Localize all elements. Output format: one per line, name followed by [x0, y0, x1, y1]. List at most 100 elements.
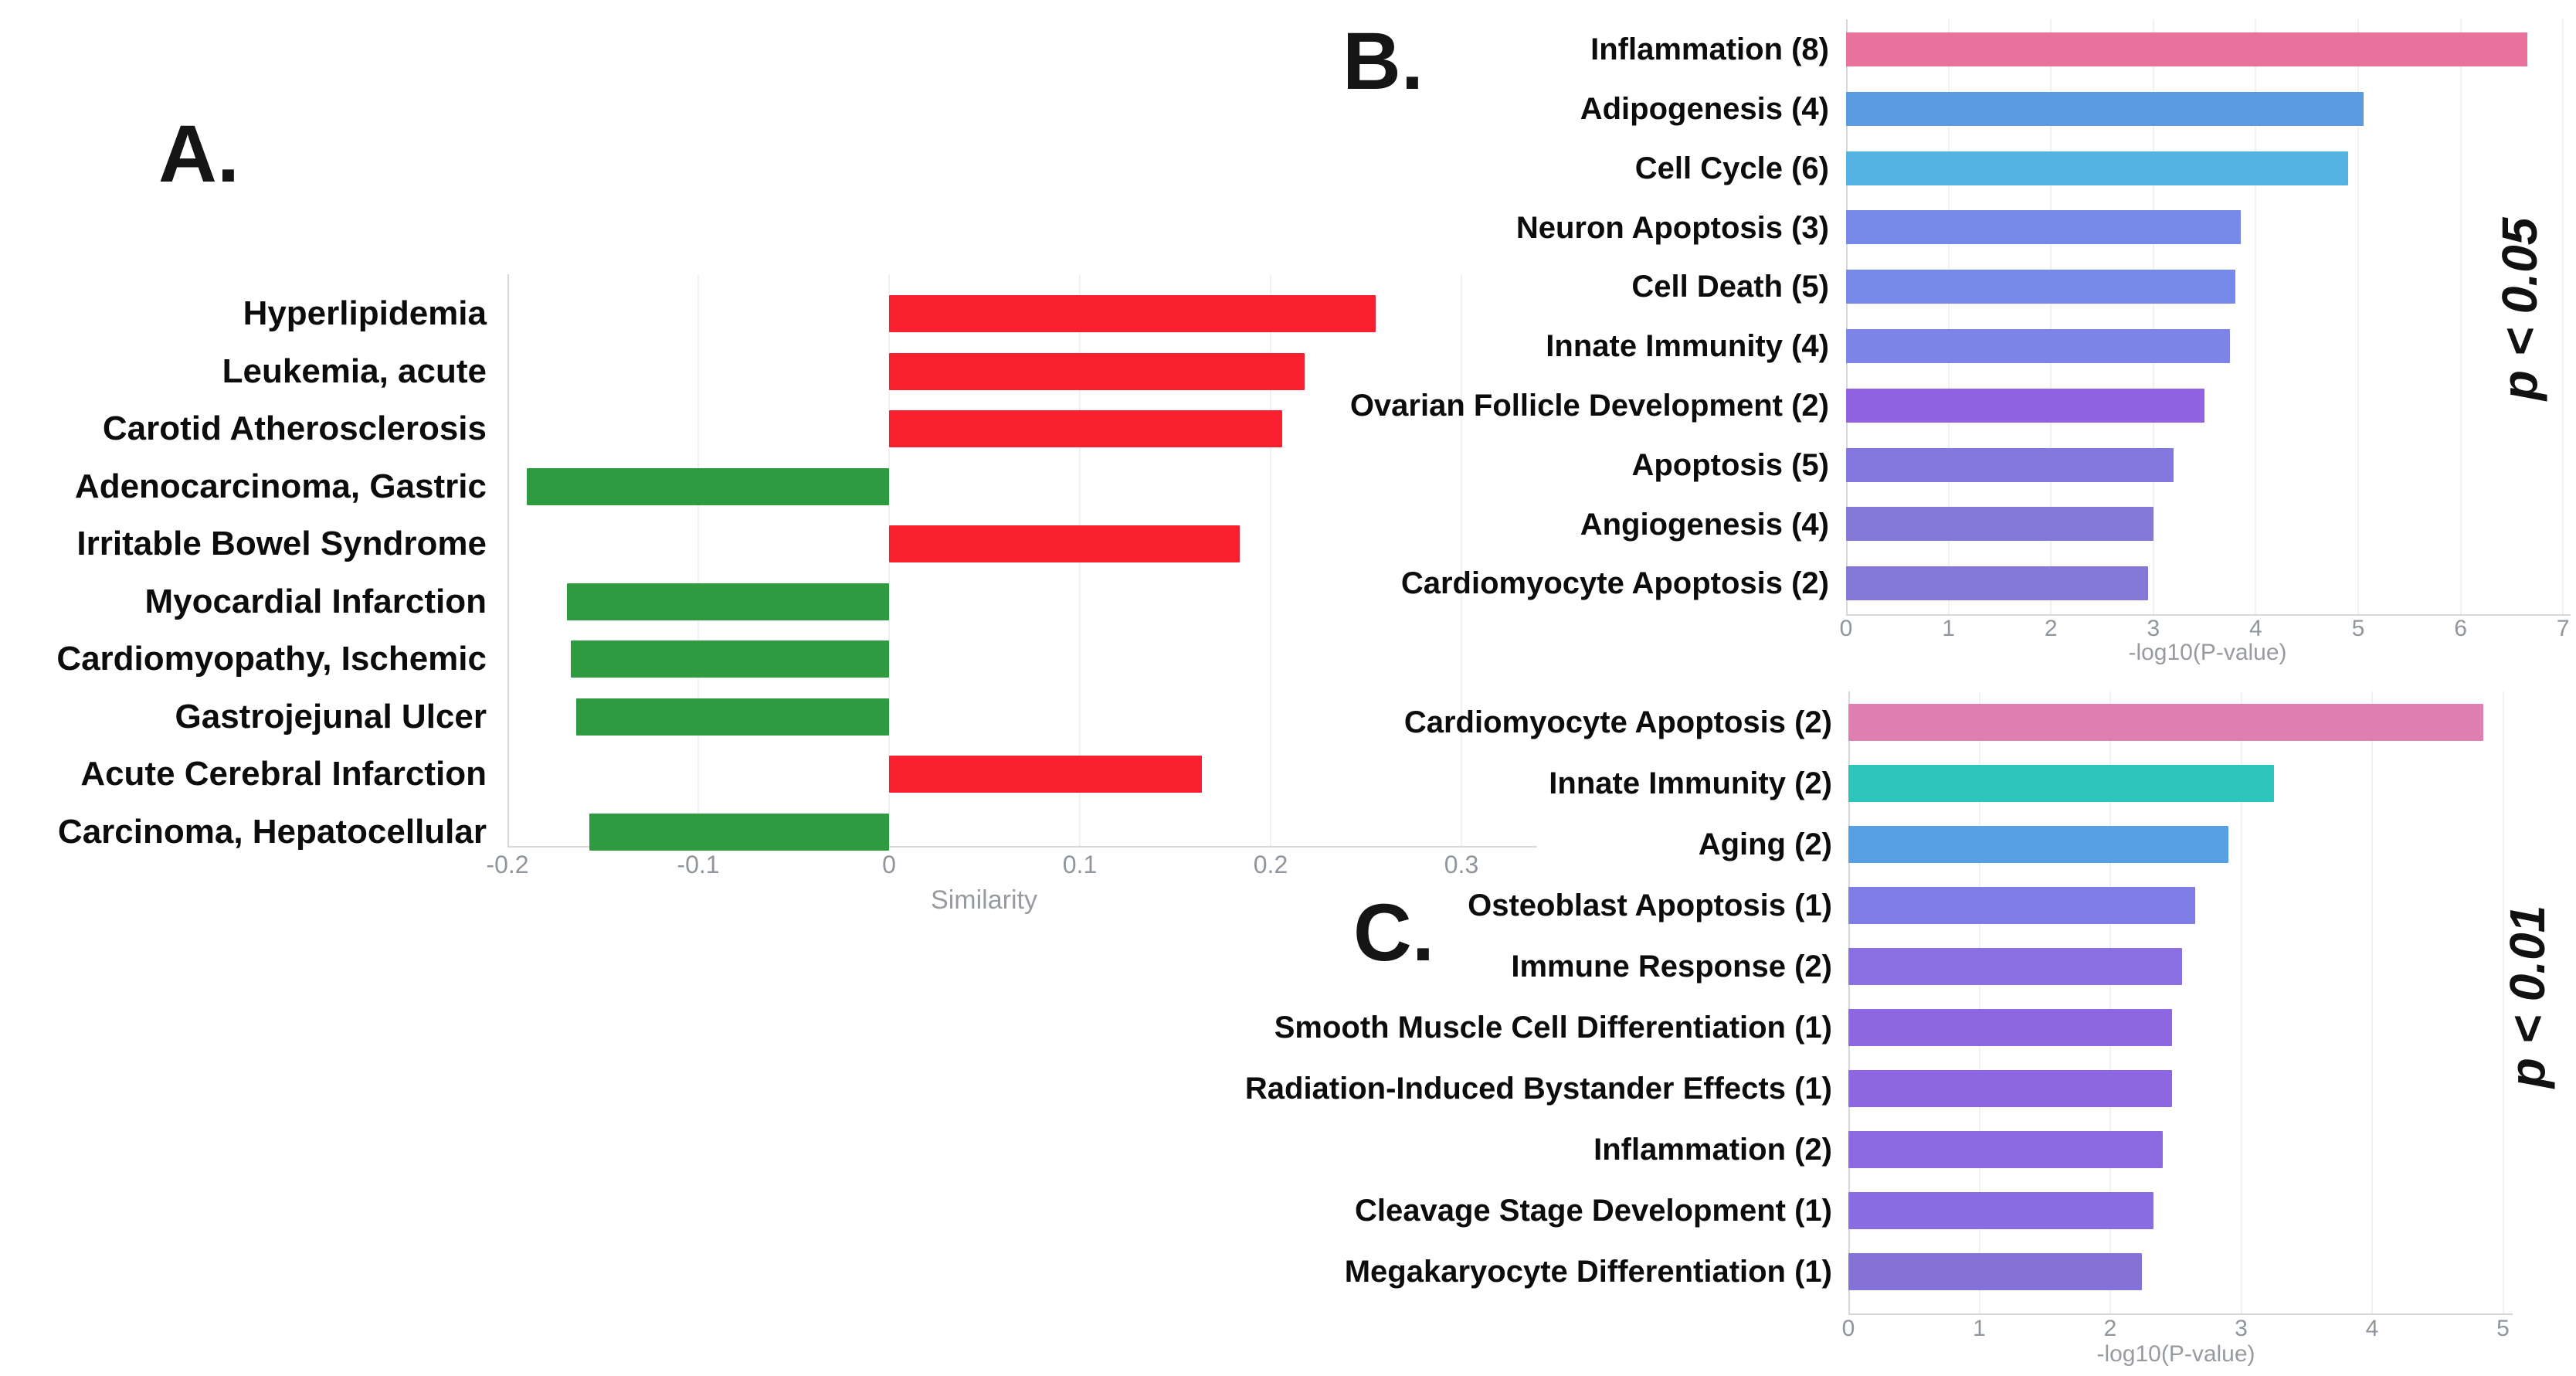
category-label: Leukemia, acute	[222, 352, 487, 390]
x-gridline	[1947, 19, 1950, 614]
x-gridline	[2502, 691, 2504, 1313]
bar	[526, 468, 889, 505]
category-label: Carcinoma, Hepatocellular	[57, 813, 487, 851]
x-tick-label: 3	[2235, 1316, 2248, 1341]
x-tick-label: 2	[2044, 616, 2058, 641]
bar	[1846, 32, 2527, 66]
category-label: Radiation-Induced Bystander Effects (1)	[1244, 1072, 1832, 1106]
x-tick-label: 0.2	[1253, 851, 1288, 878]
category-label: Ovarian Follicle Development (2)	[1349, 389, 1829, 423]
bar	[1846, 92, 2364, 126]
x-tick-label: -0.1	[677, 851, 720, 878]
category-label: Cardiomyocyte Apoptosis (2)	[1400, 566, 1829, 600]
bar	[889, 295, 1376, 332]
bar	[1848, 1131, 2163, 1168]
x-gridline	[2109, 691, 2111, 1313]
y-axis-line	[1848, 691, 1850, 1313]
bar	[1846, 270, 2235, 304]
x-gridline	[2152, 19, 2154, 614]
category-label: Gastrojejunal Ulcer	[175, 698, 487, 736]
x-tick-label: 3	[2147, 616, 2160, 641]
x-tick-label: 0.1	[1062, 851, 1098, 878]
category-label: Inflammation (8)	[1590, 32, 1829, 66]
category-label: Hyperlipidemia	[243, 294, 487, 332]
x-axis-line	[507, 846, 1537, 848]
x-gridline	[2357, 19, 2359, 614]
x-tick-label: -0.2	[486, 851, 529, 878]
x-axis-title: Similarity	[931, 885, 1037, 915]
bar	[1846, 210, 2241, 244]
category-label: Megakaryocyte Differentiation (1)	[1344, 1255, 1832, 1289]
bar	[889, 525, 1240, 562]
bar	[889, 756, 1203, 793]
category-label: Smooth Muscle Cell Differentiation (1)	[1274, 1011, 1832, 1045]
x-tick-label: 1	[1942, 616, 1955, 641]
x-tick-label: 0	[1839, 616, 1853, 641]
y-axis-line	[507, 274, 509, 846]
x-axis-line	[1846, 614, 2571, 616]
x-axis-line	[1848, 1313, 2513, 1315]
bar	[889, 410, 1282, 447]
bar	[1846, 507, 2153, 541]
x-tick-label: 1	[1973, 1316, 1986, 1341]
category-label: Cardiomyocyte Apoptosis (2)	[1403, 705, 1832, 739]
x-tick-label: 5	[2496, 1316, 2510, 1341]
x-gridline	[1461, 274, 1462, 846]
x-gridline	[2050, 19, 2052, 614]
category-label: Cleavage Stage Development (1)	[1355, 1194, 1832, 1228]
x-tick-label: 5	[2351, 616, 2365, 641]
category-label: Adenocarcinoma, Gastric	[74, 467, 487, 505]
x-axis-title: -log10(P-value)	[2096, 1341, 2255, 1367]
x-gridline	[1270, 274, 1271, 846]
x-tick-label: 4	[2365, 1316, 2379, 1341]
category-label: Aging (2)	[1698, 827, 1832, 861]
x-gridline	[697, 274, 699, 846]
x-tick-label: 0	[1841, 1316, 1855, 1341]
bar	[1846, 151, 2348, 185]
x-tick-label: 0	[882, 851, 896, 878]
x-tick-label: 6	[2454, 616, 2467, 641]
category-label: Neuron Apoptosis (3)	[1515, 211, 1829, 245]
category-label: Carotid Atherosclerosis	[102, 409, 487, 447]
category-label: Myocardial Infarction	[144, 583, 487, 620]
bar	[1848, 1009, 2172, 1046]
panel-b-pvalue-threshold-label: p < 0.05	[2492, 217, 2547, 401]
x-gridline	[2240, 691, 2242, 1313]
panel-b-letter: B.	[1342, 16, 1424, 107]
category-label: Cardiomyopathy, Ischemic	[56, 640, 487, 678]
category-label: Cell Death (5)	[1631, 270, 1829, 304]
bar	[575, 698, 889, 736]
bar	[1846, 329, 2231, 363]
bar	[1848, 1192, 2153, 1229]
category-label: Osteoblast Apoptosis (1)	[1468, 888, 1832, 922]
bar	[1848, 948, 2183, 985]
category-label: Innate Immunity (4)	[1546, 329, 1829, 363]
category-label: Acute Cerebral Infarction	[80, 755, 487, 793]
bar	[889, 353, 1305, 390]
x-gridline	[2459, 19, 2462, 614]
x-gridline	[2562, 19, 2564, 614]
category-label: Innate Immunity (2)	[1549, 766, 1832, 800]
bar	[566, 583, 889, 620]
x-tick-label: 2	[2103, 1316, 2117, 1341]
x-tick-label: 0.3	[1444, 851, 1479, 878]
bar	[1848, 704, 2484, 741]
bar	[1848, 1070, 2172, 1107]
category-label: Immune Response (2)	[1511, 950, 1832, 984]
category-label: Apoptosis (5)	[1631, 448, 1829, 482]
panel-c-letter: C.	[1353, 888, 1434, 978]
category-label: Cell Cycle (6)	[1634, 151, 1829, 185]
category-label: Adipogenesis (4)	[1580, 92, 1829, 126]
panel-c-pvalue-threshold-label: p < 0.01	[2500, 905, 2555, 1089]
bar	[1846, 566, 2149, 600]
category-label: Irritable Bowel Syndrome	[76, 525, 487, 562]
category-label: Inflammation (2)	[1593, 1133, 1832, 1167]
x-axis-title: -log10(P-value)	[2128, 640, 2287, 665]
bar	[570, 640, 889, 678]
bar	[1848, 887, 2196, 924]
bar	[1848, 826, 2228, 863]
x-tick-label: 7	[2556, 616, 2570, 641]
category-label: Angiogenesis (4)	[1580, 508, 1829, 542]
x-gridline	[1978, 691, 1980, 1313]
